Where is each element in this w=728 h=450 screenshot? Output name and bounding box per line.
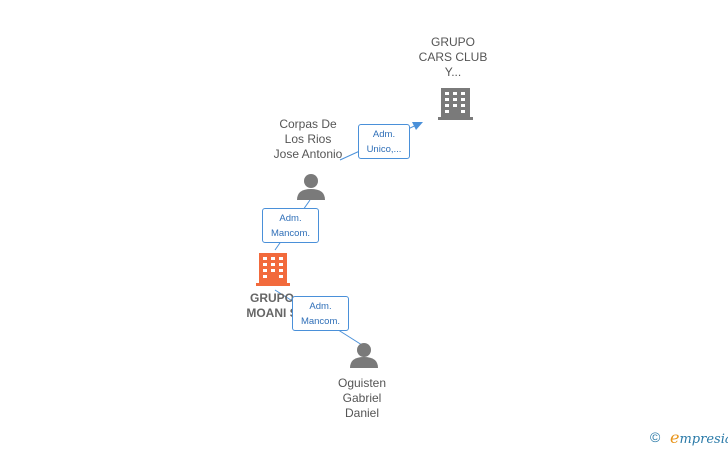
brand-logo: empresia <box>670 428 728 447</box>
node-label-line: Los Rios <box>284 132 332 146</box>
node-label-line: Y... <box>444 65 462 79</box>
node-label-line: Gabriel <box>342 391 382 405</box>
node-label-line: Corpas De <box>279 117 337 131</box>
edge-badge-line: Adm. <box>309 301 332 312</box>
brand-logo-initial: e <box>670 428 680 447</box>
node-label-line: MOANI S <box>246 306 298 320</box>
edge-badge-line: Mancom. <box>270 228 311 239</box>
brand-logo-rest: mpresia <box>679 432 728 447</box>
node-label-line: Daniel <box>344 406 380 420</box>
edge-badge-line: Mancom. <box>300 316 341 327</box>
node-label-line: GRUPO <box>249 291 294 305</box>
edge-badge-line: Adm. <box>372 129 396 140</box>
node-label-corpas[interactable]: Corpas De Los Rios Jose Antonio <box>263 117 353 162</box>
person-icon-corpas[interactable] <box>297 174 325 200</box>
node-label-grupo-moani[interactable]: GRUPO MOANI S <box>232 291 312 321</box>
edge-badge-moani-oguisten[interactable]: Adm. Mancom. <box>292 296 349 331</box>
copyright-symbol: © <box>650 429 661 445</box>
edge-badge-line: Adm. <box>279 213 302 224</box>
node-label-line: CARS CLUB <box>418 50 488 64</box>
node-label-oguisten[interactable]: Oguisten Gabriel Daniel <box>322 376 402 421</box>
building-icon-moani[interactable] <box>256 253 290 286</box>
edge-arrowhead-cars <box>412 122 423 130</box>
node-label-line: Jose Antonio <box>273 147 343 161</box>
node-label-grupo-cars[interactable]: GRUPO CARS CLUB Y... <box>413 35 493 80</box>
edge-badge-corpas-moani[interactable]: Adm. Mancom. <box>262 208 319 243</box>
edge-badge-line: Unico,... <box>366 144 402 155</box>
edge-badge-corpas-cars[interactable]: Adm. Unico,... <box>358 124 410 159</box>
building-icon-cars[interactable] <box>438 88 473 120</box>
node-label-line: Oguisten <box>337 376 387 390</box>
node-label-line: GRUPO <box>430 35 475 49</box>
person-icon-oguisten[interactable] <box>350 343 378 368</box>
